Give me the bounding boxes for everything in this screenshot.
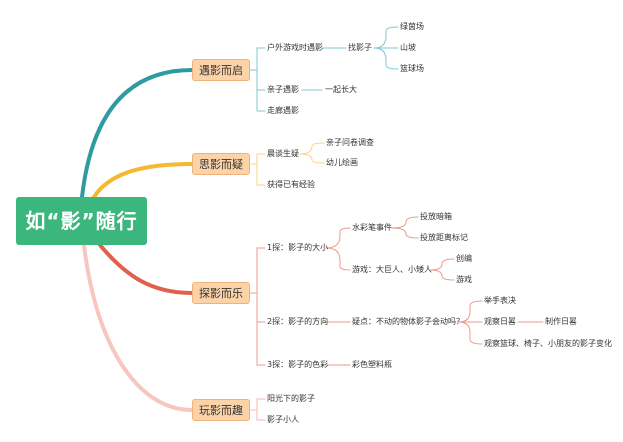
leaf-node[interactable]: 观察篮球、椅子、小朋友的影子变化: [484, 339, 612, 348]
leaf-node[interactable]: 1探：影子的大小: [267, 243, 329, 252]
leaf-line: [457, 300, 483, 323]
leaf-node[interactable]: 幼儿绘画: [326, 158, 358, 167]
branch-node-2[interactable]: 思影而疑: [192, 153, 250, 175]
leaf-node[interactable]: 游戏：大巨人、小矮人: [352, 265, 432, 274]
root-connector-1: [80, 68, 194, 199]
leaf-node[interactable]: 亲子问卷调查: [326, 138, 374, 147]
leaf-node[interactable]: 找影子: [348, 43, 372, 52]
leaf-node[interactable]: 绿茵场: [400, 22, 424, 31]
leaf-line: [373, 47, 399, 70]
leaf-node[interactable]: 制作日晷: [545, 317, 577, 326]
branch-node-4[interactable]: 玩影而趣: [192, 399, 250, 421]
leaf-node[interactable]: 篮球场: [400, 64, 424, 73]
leaf-node[interactable]: 山坡: [400, 43, 416, 52]
leaf-node[interactable]: 晨谈生疑: [267, 149, 299, 158]
leaf-node[interactable]: 获得已有经验: [267, 180, 315, 189]
leaf-node[interactable]: 阳光下的影子: [267, 394, 315, 403]
leaf-line: [373, 26, 399, 49]
leaf-line: [299, 153, 325, 164]
root-connector-2: [92, 162, 194, 199]
leaf-node[interactable]: 观察日晷: [484, 317, 516, 326]
leaf-line: [256, 47, 266, 112]
leaf-line: [429, 258, 455, 271]
leaf-node[interactable]: 水彩笔事件: [352, 223, 392, 232]
leaf-line: [325, 247, 351, 271]
leaf-line: [391, 227, 419, 239]
root-node[interactable]: 如“影”随行: [16, 197, 147, 245]
leaf-node[interactable]: 投放距离标记: [420, 233, 468, 242]
leaf-line: [391, 216, 419, 229]
leaf-node[interactable]: 走廊遇影: [267, 106, 299, 115]
branch-node-1[interactable]: 遇影而启: [192, 59, 250, 81]
leaf-line: [249, 247, 258, 366]
leaf-line: [325, 227, 351, 249]
branch-node-3[interactable]: 探影而乐: [192, 282, 250, 304]
leaf-line: [256, 398, 266, 421]
leaf-node[interactable]: 投放暗箱: [420, 212, 452, 221]
leaf-node[interactable]: 举手表决: [484, 296, 516, 305]
leaf-node[interactable]: 创编: [456, 254, 472, 263]
leaf-line: [249, 398, 258, 421]
leaf-line: [256, 153, 266, 186]
leaf-line: [457, 321, 483, 345]
root-connector-3: [98, 243, 194, 295]
leaf-node[interactable]: 疑点：不动的物体影子会动吗？: [352, 317, 464, 326]
leaf-node[interactable]: 3探：影子的色彩: [267, 360, 329, 369]
leaf-node[interactable]: 一起长大: [325, 85, 357, 94]
leaf-line: [256, 247, 266, 366]
leaf-node[interactable]: 彩色塑料瓶: [352, 360, 392, 369]
leaf-line: [429, 269, 455, 281]
leaf-node[interactable]: 影子小人: [267, 415, 299, 424]
leaf-node[interactable]: 游戏: [456, 275, 472, 284]
leaf-node[interactable]: 户外游戏时遇影: [267, 43, 323, 52]
leaf-node[interactable]: 2探：影子的方向: [267, 317, 329, 326]
leaf-line: [249, 153, 258, 186]
leaf-node[interactable]: 亲子遇影: [267, 85, 299, 94]
leaf-line: [299, 142, 325, 155]
root-connector-4: [82, 243, 194, 412]
